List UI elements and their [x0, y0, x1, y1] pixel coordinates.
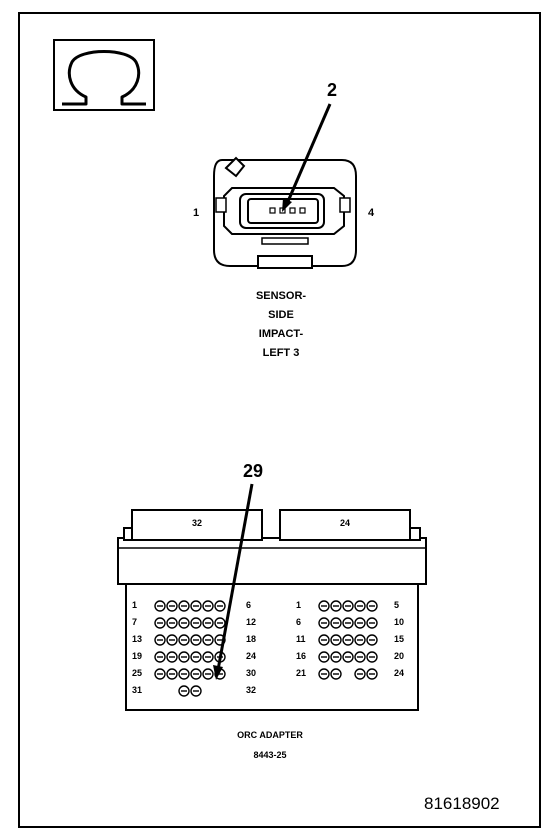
callout-2-arrow — [282, 103, 332, 212]
callout-29-arrow — [213, 483, 254, 680]
right-pin-array — [318, 600, 378, 680]
left-row-2-start-label: 7 — [132, 617, 138, 627]
right-row-2-start-label: 6 — [296, 617, 302, 627]
right-row-3-start-label: 11 — [296, 634, 306, 644]
sensor-label-line-2: SIDE — [268, 309, 294, 321]
right-row-1-end-label: 5 — [394, 600, 400, 610]
right-row-3-end-label: 15 — [394, 634, 405, 644]
left-row-5-end-label: 30 — [246, 668, 257, 678]
omega-ohm-icon — [53, 39, 155, 111]
left-row-2-end-label: 12 — [246, 617, 257, 627]
right-header-label: 24 — [340, 518, 351, 528]
left-header-label: 32 — [192, 518, 203, 528]
left-pin-array — [154, 600, 226, 697]
adapter-callout-number: 29 — [243, 461, 264, 481]
sensor-pin-4-label: 4 — [368, 207, 375, 219]
sensor-label-line-3: IMPACT- — [258, 328, 304, 340]
sensor-label-line-4: LEFT 3 — [262, 347, 300, 359]
left-row-1-end-label: 6 — [246, 600, 252, 610]
right-row-2-end-label: 10 — [394, 617, 405, 627]
left-row-4-start-label: 19 — [132, 651, 143, 661]
adapter-name: ORC ADAPTER — [237, 730, 303, 740]
left-row-6-start-label: 31 — [132, 685, 143, 695]
right-row-5-start-label: 21 — [296, 668, 307, 678]
left-row-5-start-label: 25 — [132, 668, 143, 678]
left-row-4-end-label: 24 — [246, 651, 257, 661]
adapter-part-number: 8443-25 — [253, 750, 287, 760]
right-row-4-start-label: 16 — [296, 651, 307, 661]
left-row-1-start-label: 1 — [132, 600, 138, 610]
figure-id: 81618902 — [424, 794, 500, 813]
left-row-3-end-label: 18 — [246, 634, 257, 644]
right-row-1-start-label: 1 — [296, 600, 302, 610]
sensor-pin-1-label: 1 — [193, 207, 200, 219]
sensor-callout-number: 2 — [327, 80, 338, 100]
figure-frame — [18, 12, 541, 828]
left-row-6-end-label: 32 — [246, 685, 257, 695]
sensor-label-line-1: SENSOR- — [255, 290, 307, 302]
left-row-3-start-label: 13 — [132, 634, 143, 644]
right-row-5-end-label: 24 — [394, 668, 405, 678]
orc-adapter-body — [117, 509, 427, 711]
right-row-4-end-label: 20 — [394, 651, 405, 661]
